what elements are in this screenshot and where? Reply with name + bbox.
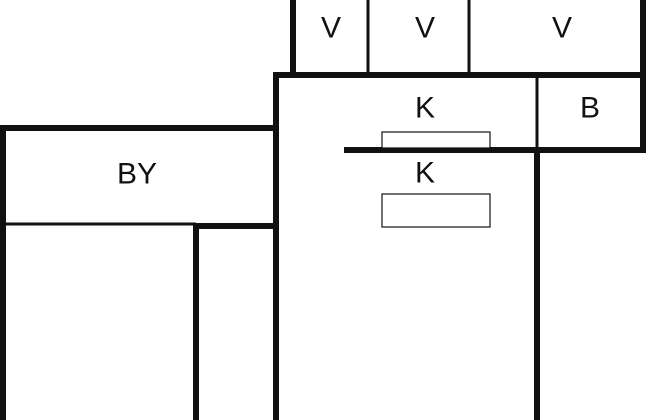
fixtures <box>381 131 491 228</box>
room-label-v1: V <box>321 12 341 45</box>
counter-upper <box>381 131 491 149</box>
room-label-k-upper: K <box>415 92 435 125</box>
thin-walls <box>3 0 539 226</box>
counter-lower <box>381 193 491 228</box>
room-label-v2: V <box>415 12 435 45</box>
room-label-v3: V <box>552 12 572 45</box>
room-label-by: BY <box>117 158 157 191</box>
room-label-k-lower: K <box>415 157 435 190</box>
room-label-b: B <box>580 92 600 125</box>
